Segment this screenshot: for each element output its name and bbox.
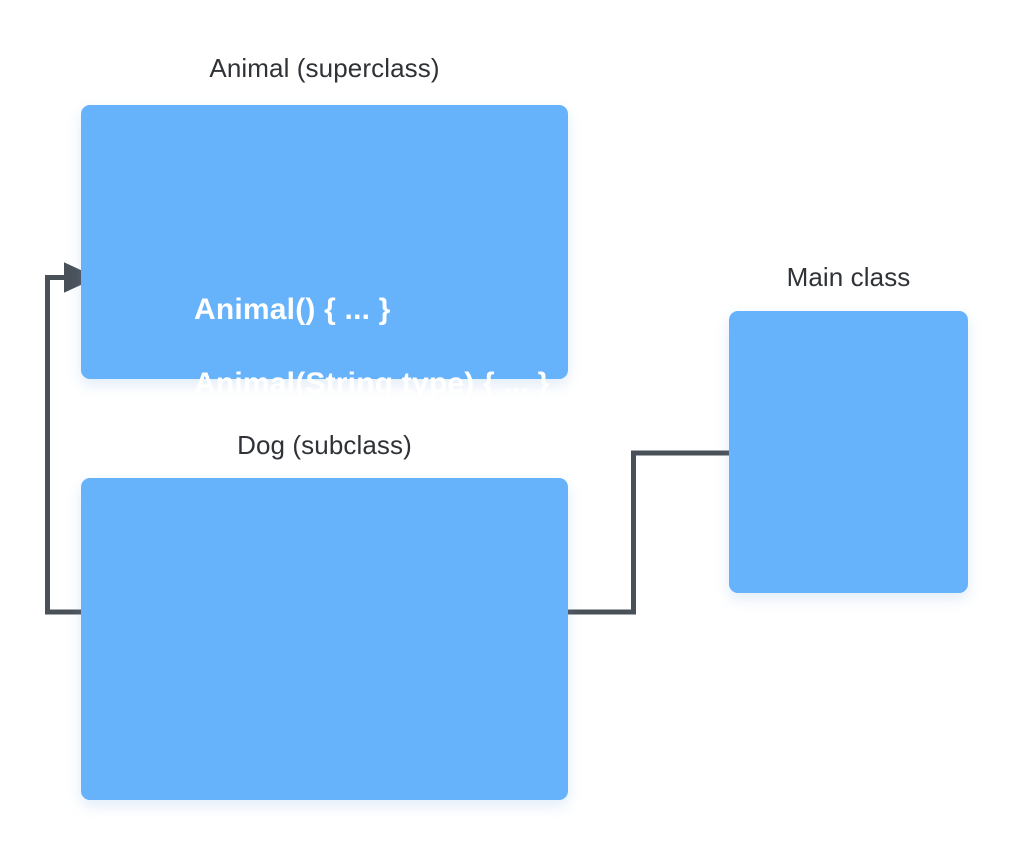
mainclass-title: Main class [786,262,911,292]
superclass-title: Animal (superclass) [209,53,440,83]
subclass-title: Dog (subclass) [237,430,412,460]
mainclass-box[interactable]: dog1 [729,311,968,593]
subclass-box-dog[interactable]: Dog() { super(“Animal”); ... ... ... } [81,478,568,800]
superclass-code-line-0: Animal() { ... } [194,293,391,326]
superclass-box-animal[interactable]: Animal() { ... } Animal(String type) { .… [81,105,568,399]
superclass-code-line-1: Animal(String type) { ... } [194,367,550,400]
